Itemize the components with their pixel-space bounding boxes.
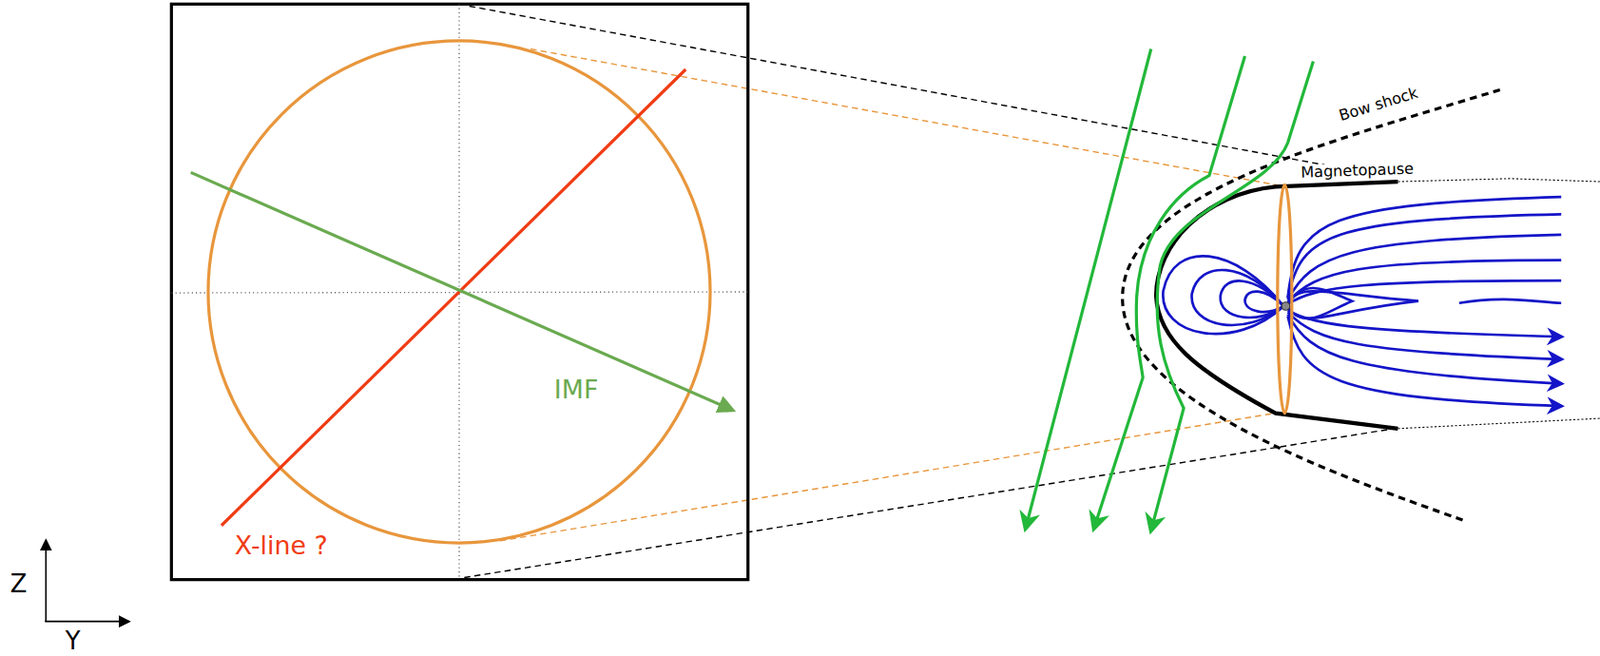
imf-field-lines bbox=[1025, 49, 1314, 532]
x-line-label: X-line ? bbox=[232, 532, 330, 559]
projection-line bbox=[530, 49, 1281, 187]
axis-label: Y bbox=[63, 628, 83, 654]
x-line bbox=[221, 69, 686, 526]
projection-line bbox=[469, 5, 1328, 165]
inset-frame bbox=[171, 3, 748, 579]
cross-section-ring bbox=[1277, 184, 1292, 413]
magnetopause bbox=[1156, 181, 1398, 429]
imf-vector bbox=[191, 172, 733, 410]
axis-label: Z bbox=[8, 571, 30, 597]
bow-shock-label: Bow shock bbox=[1335, 84, 1423, 125]
field-lines bbox=[1162, 196, 1562, 406]
bow-shock bbox=[1122, 89, 1501, 521]
z-axis bbox=[44, 540, 47, 622]
projection-line bbox=[463, 429, 1388, 579]
magnetopause-label: Magnetopause bbox=[1298, 161, 1417, 181]
projection-line bbox=[500, 412, 1281, 541]
earth bbox=[1281, 302, 1291, 311]
y-axis bbox=[44, 620, 129, 623]
imf-label: IMF bbox=[552, 376, 601, 403]
